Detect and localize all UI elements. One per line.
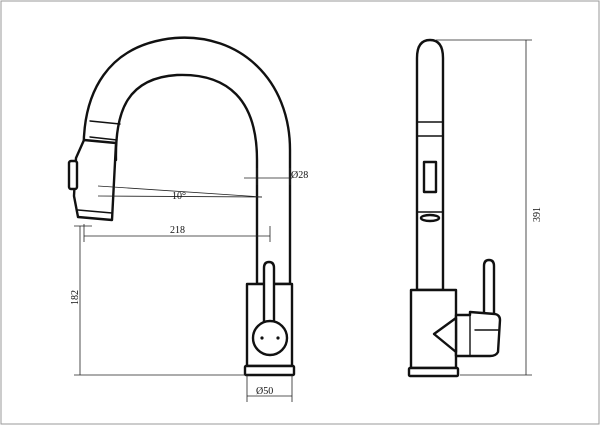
side-handle-lever [482,258,496,322]
knob-dot-right [276,336,280,340]
base-plate [243,364,296,377]
side-view [407,38,502,378]
pull-out-spray-head [72,138,118,222]
angle-line-upper [97,185,263,198]
base-diameter-label: Ø50 [256,386,273,397]
spray-head-tip [77,209,113,214]
side-dimensions: 391 [436,39,543,376]
knob-dot-left [260,336,264,340]
handle-lever [262,260,276,328]
handle-knob [251,319,289,357]
reach-label: 218 [170,225,185,236]
side-cartridge-wedge [432,316,458,354]
gooseneck-spout [82,36,292,286]
side-handle-block [454,310,502,358]
spout-joint-line-2 [89,136,118,141]
base-height-label: 182 [70,290,81,305]
spout-diameter-label: Ø28 [291,170,308,181]
front-dimensions: 10° Ø28 218 182 Ø50 [70,168,308,402]
spray-head-button [67,159,79,191]
side-base-plate [407,366,460,378]
side-spray-button [422,160,438,194]
spray-angle-label: 10° [172,191,186,202]
angle-line-lower [97,195,263,198]
front-view [67,36,296,377]
total-height-label: 391 [532,207,543,222]
side-spray-outlet [419,213,441,223]
spout-joint-line [89,120,121,125]
